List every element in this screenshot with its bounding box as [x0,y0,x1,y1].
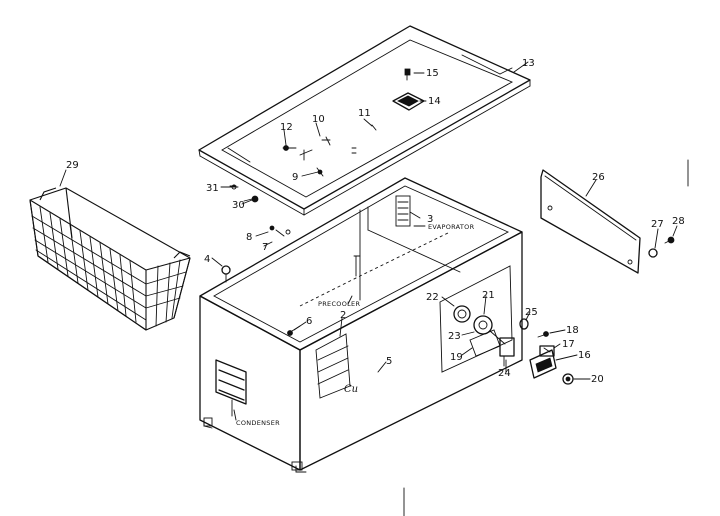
callout-26: 26 [592,172,605,183]
callout-22: 22 [426,292,439,303]
screw-27 [648,248,658,258]
callout-12: 12 [280,122,293,133]
callout-numbers: 2 3 4 5 6 7 8 9 10 11 12 13 14 15 16 17 … [66,58,685,385]
part-16-plate [529,349,557,379]
part-18-screw [537,331,549,338]
label-condenser: CONDENSER [236,419,280,427]
part-19-bracket [469,329,501,357]
part-25-cap [519,318,529,330]
condenser [215,359,247,417]
part-22-knob [453,305,471,323]
callout-18: 18 [566,325,579,336]
callout-19: 19 [450,352,463,363]
lid-hinge-parts [282,124,377,177]
callout-7: 7 [262,242,268,253]
callout-9: 9 [292,172,298,183]
label-handwriting: Cu [344,384,358,395]
callout-2: 2 [340,310,346,321]
cabinet-body [199,177,523,473]
callout-13: 13 [522,58,535,69]
callout-20: 20 [591,374,604,385]
hinge-hardware-7-8 [263,225,291,247]
screw-28 [664,236,675,244]
callout-30: 30 [232,200,245,211]
part-labels: EVAPORATOR PRECOOLER CONDENSER Cu [236,223,475,427]
precooler-tube [315,255,361,399]
hinge-screws [220,184,259,203]
part-24-relay [499,337,515,367]
callout-15: 15 [426,68,439,79]
callout-11: 11 [358,108,371,119]
back-panel [540,169,641,274]
callout-16: 16 [578,350,591,361]
callout-8: 8 [246,232,252,243]
callout-6: 6 [306,316,312,327]
callout-31: 31 [206,183,219,194]
control-panel-area [439,265,513,373]
part-20-nut [562,373,574,385]
callout-28: 28 [672,216,685,227]
bolt-4 [221,265,231,283]
lid-panel [198,25,531,216]
callout-25: 25 [525,307,538,318]
callout-17: 17 [562,339,575,350]
callout-3: 3 [427,214,433,225]
callout-29: 29 [66,160,79,171]
callout-5: 5 [386,356,392,367]
lid-lock-15 [404,68,411,81]
callout-10: 10 [312,114,325,125]
callout-24: 24 [498,368,511,379]
callout-27: 27 [651,219,664,230]
label-precooler: PRECOOLER [318,300,360,308]
callout-23: 23 [448,331,461,342]
evaporator [395,195,411,227]
leader-lines [59,61,678,421]
part-21-thermostat [473,315,506,345]
callout-21: 21 [482,290,495,301]
label-evaporator: EVAPORATOR [428,223,475,231]
lid-handle [392,92,425,111]
wire-basket [29,187,191,331]
callout-14: 14 [428,96,441,107]
callout-4: 4 [204,254,210,265]
